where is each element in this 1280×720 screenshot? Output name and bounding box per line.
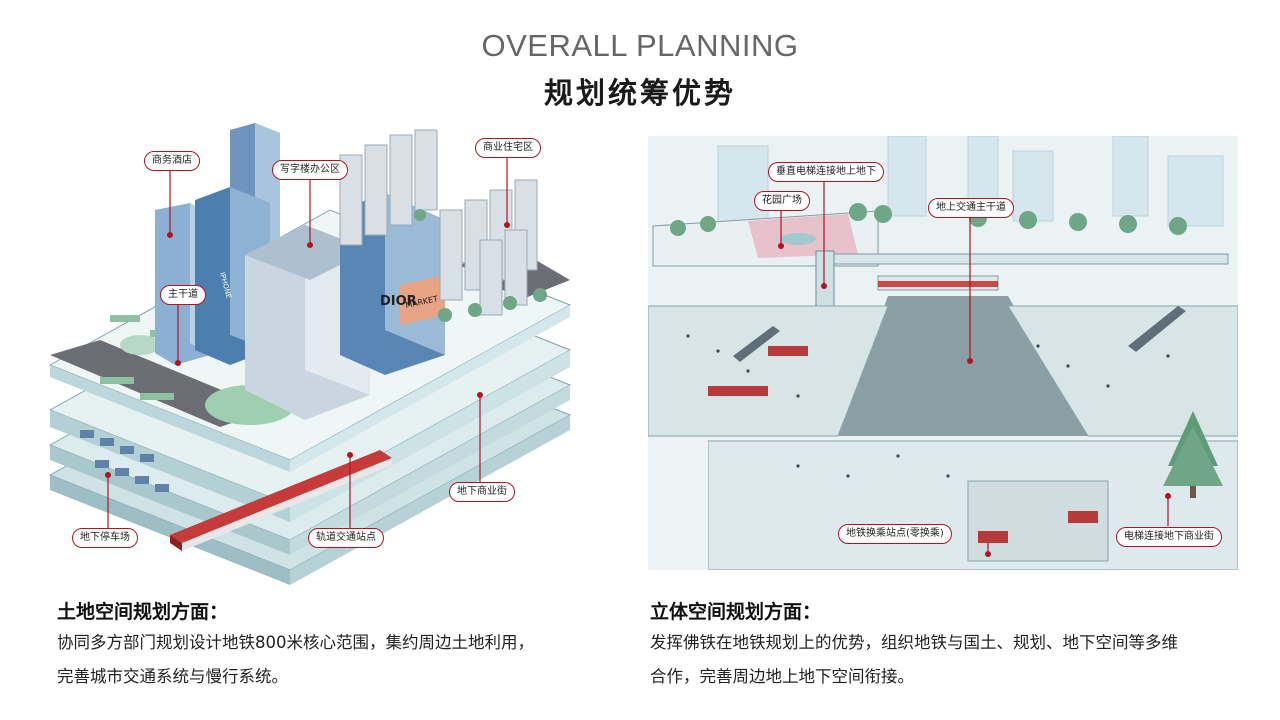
isometric-city-drawing: DIOR MARKET IPHONE [48, 123, 572, 585]
cross-section-drawing [648, 136, 1238, 570]
left-section-title: 土地空间规划方面： [57, 601, 229, 623]
callout-metro-transfer: 地铁换乘站点(零换乘) [838, 524, 952, 544]
callout-parking: 地下停车场 [72, 528, 138, 548]
right-section-body: 发挥佛铁在地铁规划上的优势，组织地铁与国土、规划、地下空间等多维 合作，完善周边… [650, 626, 1178, 694]
left-section-body: 协同多方部门规划设计地铁800米核心范围，集约周边土地利用， 完善城市交通系统与… [57, 626, 534, 694]
left-section-line-1: 协同多方部门规划设计地铁800米核心范围，集约周边土地利用， [57, 633, 534, 652]
right-section-title: 立体空间规划方面： [650, 601, 822, 623]
callout-rail-station: 轨道交通站点 [308, 528, 384, 548]
callout-main-road: 主干道 [160, 285, 206, 305]
callout-escalator-link: 电梯连接地下商业街 [1116, 527, 1222, 547]
callout-elevator: 垂直电梯连接地上地下 [768, 162, 884, 182]
dior-sign: DIOR [380, 294, 417, 309]
land-planning-illustration: DIOR MARKET IPHONE 商务酒店 写字楼办公区 商业住宅区 主干道… [40, 115, 600, 585]
right-section-line-2: 合作，完善周边地上地下空间衔接。 [650, 667, 914, 686]
callout-underground-street: 地下商业街 [449, 482, 515, 502]
right-section-line-1: 发挥佛铁在地铁规划上的优势，组织地铁与国土、规划、地下空间等多维 [650, 633, 1178, 652]
3d-space-illustration: 垂直电梯连接地上地下 花园广场 地上交通主干道 地铁换乘站点(零换乘) 电梯连接… [648, 136, 1238, 570]
callout-residential: 商业住宅区 [475, 138, 541, 158]
left-section-line-2: 完善城市交通系统与慢行系统。 [57, 667, 288, 686]
callout-hotel: 商务酒店 [144, 151, 200, 171]
callout-surface-road: 地上交通主干道 [928, 198, 1014, 218]
callout-garden: 花园广场 [754, 191, 810, 211]
header-title-en: OVERALL PLANNING [481, 28, 799, 63]
header-title-zh: 规划统筹优势 [543, 76, 736, 110]
callout-office: 写字楼办公区 [272, 160, 348, 180]
